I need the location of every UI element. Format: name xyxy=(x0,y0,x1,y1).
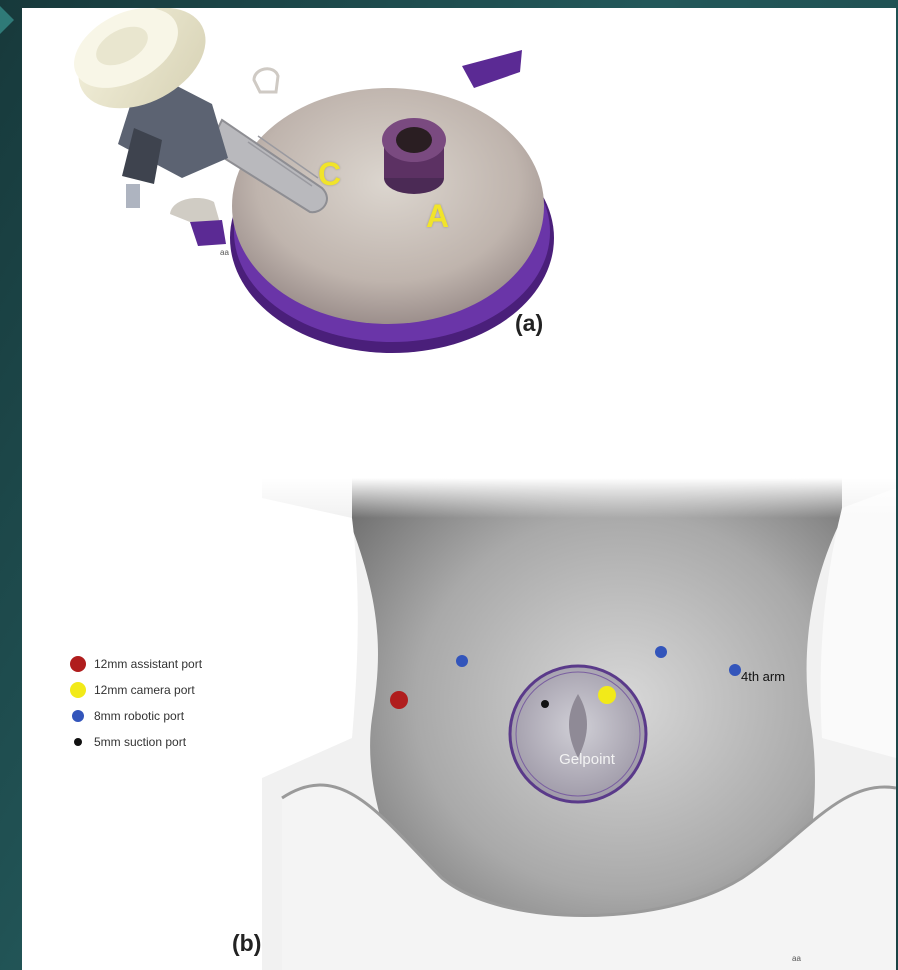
blue-dot-icon xyxy=(72,710,84,722)
port-a-label: A xyxy=(426,198,449,235)
legend-item-suction: 5mm suction port xyxy=(70,729,310,755)
port-c-label: C xyxy=(318,156,341,193)
gel-cap-surface xyxy=(232,88,544,324)
yellow-dot-icon xyxy=(70,682,86,698)
robotic-port-left-dot xyxy=(456,655,468,667)
panel-a-label: (a) xyxy=(515,310,543,337)
copyright-mark-a: aa xyxy=(220,248,229,257)
slide-content: C A aa (a) xyxy=(22,8,896,970)
slide-arrow-icon xyxy=(0,6,14,34)
panel-b-label: (b) xyxy=(232,930,261,957)
gelpoint-label: Gelpoint xyxy=(547,751,627,768)
legend-item-robotic: 8mm robotic port xyxy=(70,703,310,729)
legend-label: 5mm suction port xyxy=(94,735,186,749)
legend-label: 12mm camera port xyxy=(94,683,195,697)
fourth-arm-port-dot xyxy=(729,664,741,676)
black-dot-icon xyxy=(74,738,82,746)
assistant-port-dot xyxy=(390,691,408,709)
legend-label: 8mm robotic port xyxy=(94,709,184,723)
copyright-mark-b: aa xyxy=(792,954,801,963)
legend-item-assistant: 12mm assistant port xyxy=(70,651,310,677)
robotic-port-right-dot xyxy=(655,646,667,658)
port-legend: 12mm assistant port 12mm camera port 8mm… xyxy=(70,651,310,755)
camera-port-dot xyxy=(598,686,616,704)
suction-port-dot xyxy=(541,700,549,708)
legend-label: 12mm assistant port xyxy=(94,657,202,671)
red-dot-icon xyxy=(70,656,86,672)
legend-item-camera: 12mm camera port xyxy=(70,677,310,703)
gelpoint-device-illustration xyxy=(22,8,896,368)
fourth-arm-label: 4th arm xyxy=(741,669,785,684)
